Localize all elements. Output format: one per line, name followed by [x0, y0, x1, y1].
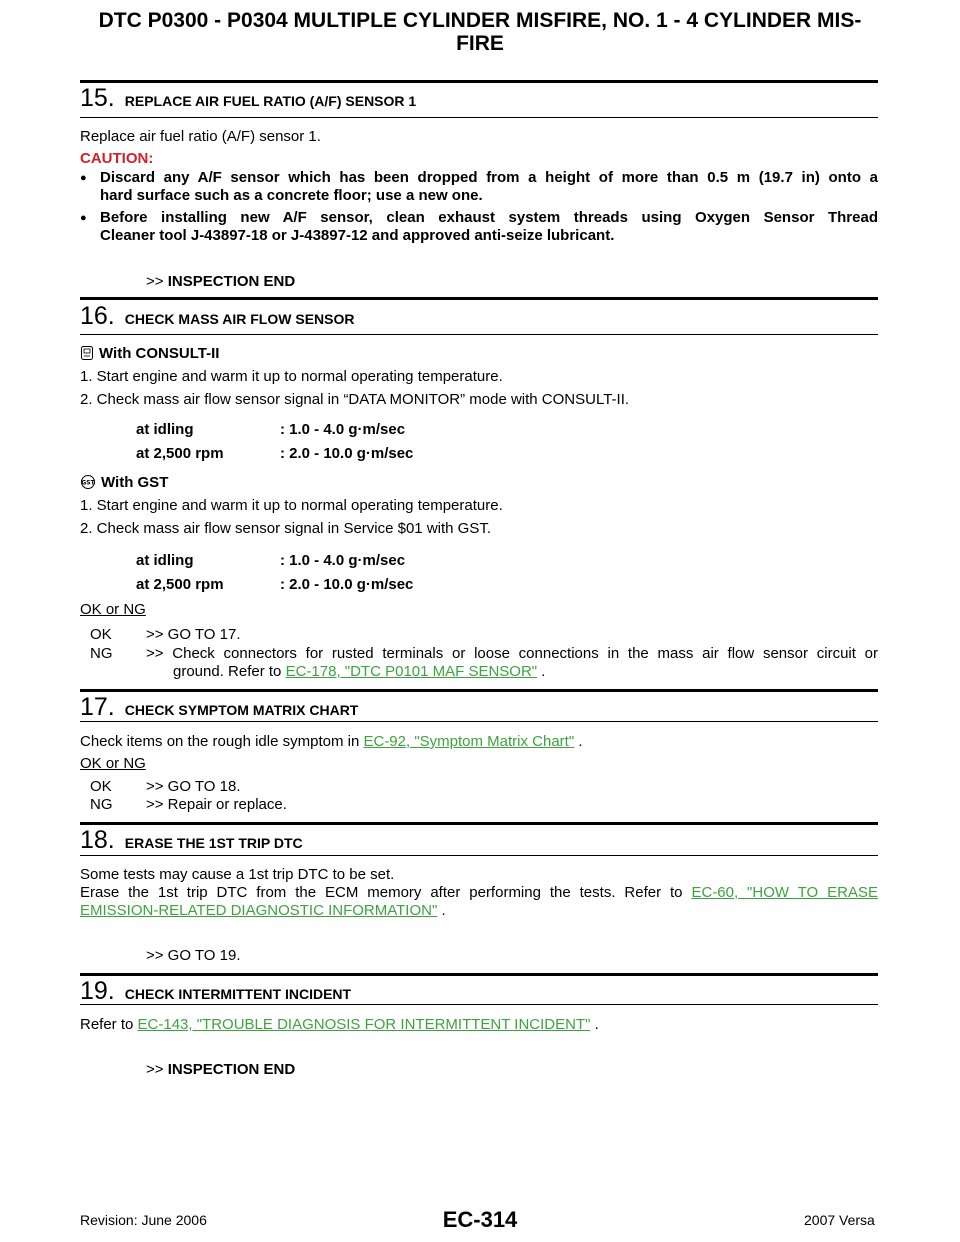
step-17-text-end: . [574, 733, 583, 750]
svg-text:GST: GST [81, 480, 95, 487]
step-19-bottom-rule [80, 1004, 878, 1005]
consult-ii-heading: With CONSULT-II [80, 345, 219, 366]
ok-or-ng-label: OK or NG [80, 601, 146, 618]
model-year: 2007 Versa [804, 1212, 875, 1228]
step-18-line-3: EMISSION-RELATED DIAGNOSTIC INFORMATION"… [80, 902, 446, 920]
revision-date: Revision: June 2006 [80, 1212, 207, 1228]
ok-result: >> GO TO 17. [146, 626, 241, 643]
step-18-refer-text: Erase the 1st trip DTC from the ECM memo… [80, 884, 692, 901]
caution-bullet-2-line-2: Cleaner tool J-43897-18 or J-43897-12 an… [100, 227, 615, 244]
step-17-top-rule [80, 689, 878, 692]
spec-1-label: at idling [136, 421, 194, 438]
step-19-result: >> INSPECTION END [146, 1061, 295, 1079]
step-19-text: Refer to EC-143, "TROUBLE DIAGNOSIS FOR … [80, 1016, 599, 1034]
step-15-title: REPLACE AIR FUEL RATIO (A/F) SENSOR 1 [124, 93, 417, 109]
step-15-heading: 15. REPLACE AIR FUEL RATIO (A/F) SENSOR 1 [80, 84, 416, 113]
step-18-title: ERASE THE 1ST TRIP DTC [124, 835, 303, 851]
step-18-result: >> GO TO 19. [146, 947, 241, 964]
step-15-number: 15. [80, 84, 115, 112]
ng-label: NG [90, 796, 113, 813]
step-17-text: Check items on the rough idle symptom in… [80, 733, 583, 751]
step-15-top-rule [80, 80, 878, 83]
result-arrow: >> [146, 273, 164, 290]
gst-label: With GST [101, 474, 169, 491]
caution-bullet-1-line-1: Discard any A/F sensor which has been dr… [100, 169, 878, 186]
step-19-heading: 19. CHECK INTERMITTENT INCIDENT [80, 977, 351, 1006]
page-number: EC-314 [442, 1207, 518, 1232]
page-title-line-2: FIRE [456, 32, 504, 55]
step-16-title: CHECK MASS AIR FLOW SENSOR [124, 311, 355, 327]
step-15-text: Replace air fuel ratio (A/F) sensor 1. [80, 128, 321, 145]
step-19-refer-text: Refer to [80, 1016, 138, 1033]
ok-or-ng-label: OK or NG [80, 755, 146, 772]
consult-step-1: 1. Start engine and warm it up to normal… [80, 368, 503, 385]
spec-2-label: at 2,500 rpm [136, 445, 224, 462]
step-17-bottom-rule [80, 721, 878, 722]
step-16-heading: 16. CHECK MASS AIR FLOW SENSOR [80, 302, 354, 331]
step-16-top-rule [80, 297, 878, 300]
bullet-icon: ● [80, 172, 87, 184]
step-18-line-1: Some tests may cause a 1st trip DTC to b… [80, 866, 395, 883]
step-19-top-rule [80, 973, 878, 976]
spec-4-value: : 2.0 - 10.0 g·m/sec [280, 576, 414, 593]
gst-heading: GST With GST [80, 474, 168, 495]
step-15-result-text: INSPECTION END [167, 273, 296, 290]
ng-result: >> Check connectors for rusted terminals… [146, 645, 878, 663]
spec-2-value: : 2.0 - 10.0 g·m/sec [280, 445, 414, 462]
page-title-line-1: DTC P0300 - P0304 MULTIPLE CYLINDER MISF… [98, 9, 862, 32]
spec-3-value: : 1.0 - 4.0 g·m/sec [280, 552, 406, 569]
consult-step-2: 2. Check mass air flow sensor signal in … [80, 391, 630, 408]
step-17-heading: 17. CHECK SYMPTOM MATRIX CHART [80, 693, 358, 722]
bullet-icon: ● [80, 212, 87, 224]
gst-step-2: 2. Check mass air flow sensor signal in … [80, 520, 491, 537]
result-arrow: >> [146, 1061, 164, 1078]
caution-bullet-2-line-1: Before installing new A/F sensor, clean … [100, 209, 878, 226]
intermittent-incident-link[interactable]: EC-143, "TROUBLE DIAGNOSIS FOR INTERMITT… [137, 1016, 591, 1033]
caution-bullet-1: Discard any A/F sensor which has been dr… [100, 169, 878, 205]
spec-4-label: at 2,500 rpm [136, 576, 224, 593]
ng-result-line-2: ground. Refer to EC-178, "DTC P0101 MAF … [173, 663, 545, 681]
step-18-refer-end: . [437, 902, 446, 919]
step-19-number: 19. [80, 977, 115, 1005]
step-19-refer-end: . [590, 1016, 599, 1033]
caution-bullet-1-line-2: hard surface such as a concrete floor; u… [100, 187, 483, 204]
spec-1-value: : 1.0 - 4.0 g·m/sec [280, 421, 406, 438]
ng-result: >> Repair or replace. [146, 796, 287, 813]
step-17-title: CHECK SYMPTOM MATRIX CHART [124, 702, 359, 718]
gst-icon: GST [80, 474, 96, 495]
spec-3-label: at idling [136, 552, 194, 569]
gst-step-1: 1. Start engine and warm it up to normal… [80, 497, 503, 514]
erase-dtc-link-part-1[interactable]: EC-60, "HOW TO ERASE [691, 884, 878, 901]
step-18-top-rule [80, 822, 878, 825]
caution-bullet-2: Before installing new A/F sensor, clean … [100, 209, 878, 245]
step-17-number: 17. [80, 693, 115, 721]
ng-refer-end: . [537, 663, 546, 680]
consult-ii-icon [80, 345, 94, 366]
step-15-result: >> INSPECTION END [146, 273, 295, 291]
step-19-result-text: INSPECTION END [167, 1061, 296, 1078]
ok-label: OK [90, 626, 112, 643]
step-18-line-2-inner: Erase the 1st trip DTC from the ECM memo… [80, 884, 878, 902]
erase-dtc-link-part-2[interactable]: EMISSION-RELATED DIAGNOSTIC INFORMATION" [80, 902, 438, 919]
consult-ii-label: With CONSULT-II [99, 345, 220, 362]
step-16-bottom-rule [80, 334, 878, 335]
symptom-matrix-link[interactable]: EC-92, "Symptom Matrix Chart" [363, 733, 575, 750]
ok-result: >> GO TO 18. [146, 778, 241, 795]
caution-label: CAUTION: [80, 150, 154, 167]
step-18-number: 18. [80, 826, 115, 854]
step-18-heading: 18. ERASE THE 1ST TRIP DTC [80, 826, 303, 855]
step-15-bottom-rule [80, 117, 878, 118]
step-16-number: 16. [80, 302, 115, 330]
step-19-title: CHECK INTERMITTENT INCIDENT [124, 986, 352, 1002]
ok-label: OK [90, 778, 112, 795]
step-17-text-pre: Check items on the rough idle symptom in [80, 733, 364, 750]
maf-sensor-link[interactable]: EC-178, "DTC P0101 MAF SENSOR" [285, 663, 538, 680]
step-18-bottom-rule [80, 855, 878, 856]
ng-label: NG [90, 645, 113, 662]
ng-result-line-1: >> Check connectors for rusted terminals… [146, 645, 878, 662]
step-18-line-2: Erase the 1st trip DTC from the ECM memo… [80, 884, 878, 902]
ng-refer-text: ground. Refer to [173, 663, 286, 680]
